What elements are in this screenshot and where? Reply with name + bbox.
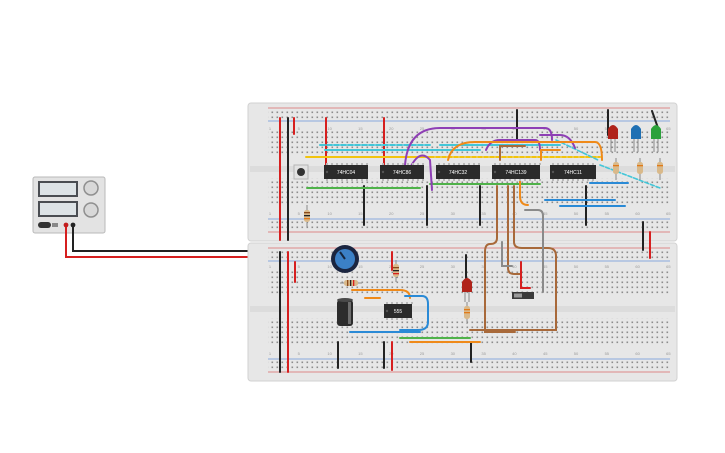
column-number: 1 bbox=[269, 211, 272, 216]
column-number: 65 bbox=[666, 126, 671, 131]
column-number: 1 bbox=[269, 264, 272, 269]
chip-label: 555 bbox=[394, 309, 403, 315]
column-number: 15 bbox=[358, 351, 363, 356]
column-number: 10 bbox=[327, 264, 332, 269]
column-number: 35 bbox=[481, 211, 486, 216]
column-number: 5 bbox=[298, 126, 301, 131]
column-number: 15 bbox=[358, 126, 363, 131]
column-number: 45 bbox=[543, 351, 548, 356]
column-number: 35 bbox=[481, 264, 486, 269]
column-number: 10 bbox=[327, 351, 332, 356]
chip-label: 74HC04 bbox=[337, 170, 356, 176]
column-number: 10 bbox=[327, 126, 332, 131]
column-number: 40 bbox=[512, 264, 517, 269]
column-number: 10 bbox=[327, 211, 332, 216]
chip-label: 74HC139 bbox=[505, 170, 526, 176]
column-number: 50 bbox=[574, 351, 579, 356]
led-blue-top[interactable] bbox=[631, 125, 641, 152]
current-knob[interactable] bbox=[83, 202, 99, 218]
column-number: 30 bbox=[451, 351, 456, 356]
column-number: 35 bbox=[481, 351, 486, 356]
column-number: 60 bbox=[635, 264, 640, 269]
column-number: 65 bbox=[666, 211, 671, 216]
column-number: 1 bbox=[269, 126, 272, 131]
chip-label: 74HC86 bbox=[393, 170, 412, 176]
electrolytic-capacitor[interactable] bbox=[337, 298, 353, 326]
slide-switch[interactable] bbox=[512, 292, 534, 299]
resistor-led-bottom[interactable] bbox=[464, 302, 470, 324]
column-number: 25 bbox=[420, 126, 425, 131]
column-number: 20 bbox=[389, 211, 394, 216]
wires-bottom[interactable] bbox=[279, 185, 557, 373]
pushbutton[interactable] bbox=[293, 164, 309, 180]
column-number: 65 bbox=[666, 351, 671, 356]
column-number: 5 bbox=[298, 264, 301, 269]
column-number: 50 bbox=[574, 211, 579, 216]
chip-label: 74HC32 bbox=[449, 170, 468, 176]
resistor-timing-1[interactable] bbox=[340, 280, 362, 286]
column-number: 25 bbox=[420, 211, 425, 216]
column-number: 15 bbox=[358, 211, 363, 216]
ic-chip-u2[interactable]: 74HC86 bbox=[380, 163, 424, 181]
wire-supply-positive[interactable] bbox=[65, 227, 293, 258]
column-number: 25 bbox=[420, 351, 425, 356]
potentiometer[interactable] bbox=[331, 245, 359, 273]
ic-chip-u1[interactable]: 74HC04 bbox=[324, 163, 368, 181]
column-number: 55 bbox=[605, 351, 610, 356]
ic-chip-u5[interactable]: 74HC11 bbox=[550, 163, 596, 181]
voltage-knob[interactable] bbox=[83, 180, 99, 196]
column-number: 45 bbox=[543, 211, 548, 216]
column-number: 50 bbox=[574, 126, 579, 131]
column-number: 45 bbox=[543, 264, 548, 269]
power-switch[interactable] bbox=[38, 222, 51, 228]
wires-top[interactable] bbox=[279, 109, 661, 259]
column-number: 55 bbox=[605, 264, 610, 269]
column-number: 65 bbox=[666, 264, 671, 269]
led-red-top[interactable] bbox=[608, 125, 618, 152]
column-number: 55 bbox=[605, 211, 610, 216]
led-green-top[interactable] bbox=[651, 125, 661, 152]
ic-chip-u4[interactable]: 74HC139 bbox=[492, 163, 541, 181]
column-number: 20 bbox=[389, 126, 394, 131]
column-number: 40 bbox=[512, 351, 517, 356]
wire-supply-negative[interactable] bbox=[72, 227, 289, 252]
column-number: 60 bbox=[635, 351, 640, 356]
led-resistors[interactable] bbox=[613, 158, 663, 180]
column-number: 30 bbox=[451, 264, 456, 269]
column-number: 1 bbox=[269, 351, 272, 356]
resistor-timing-2[interactable] bbox=[393, 260, 399, 282]
ic-chip-u3[interactable]: 74HC32 bbox=[436, 163, 480, 181]
column-number: 50 bbox=[574, 264, 579, 269]
column-number: 60 bbox=[635, 211, 640, 216]
positive-terminal[interactable] bbox=[63, 222, 69, 228]
led-red-bottom[interactable] bbox=[462, 278, 472, 302]
power-supply[interactable] bbox=[32, 176, 106, 234]
column-number: 25 bbox=[420, 264, 425, 269]
column-number: 5 bbox=[298, 351, 301, 356]
column-number: 5 bbox=[298, 211, 301, 216]
breadboard-bottom[interactable] bbox=[247, 242, 678, 382]
ic-chip-u6[interactable]: 555 bbox=[384, 302, 413, 320]
chip-label: 74HC11 bbox=[564, 170, 582, 176]
negative-terminal[interactable] bbox=[70, 222, 76, 228]
column-number: 15 bbox=[358, 264, 363, 269]
column-number: 30 bbox=[451, 211, 456, 216]
resistor-pulldown[interactable] bbox=[304, 205, 310, 227]
